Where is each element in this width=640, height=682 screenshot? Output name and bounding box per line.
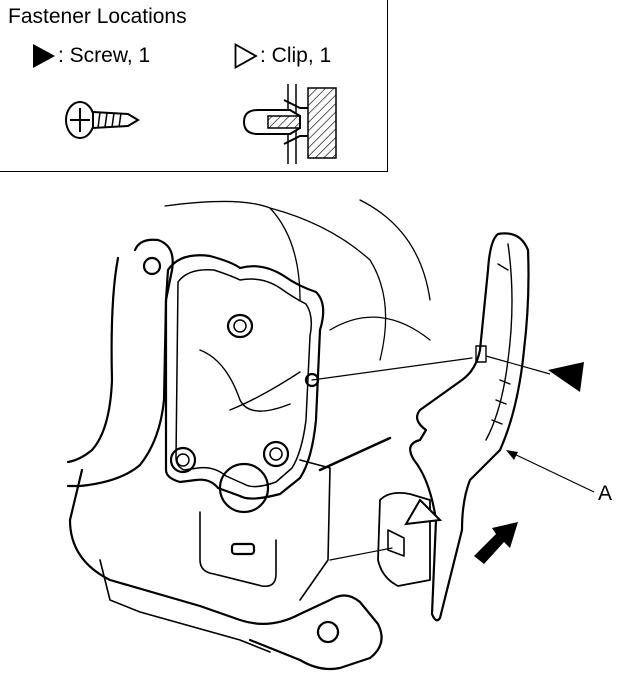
clip-icon (242, 84, 337, 164)
recliner-plate-inner (175, 269, 313, 488)
clip-symbol-icon (234, 43, 258, 70)
legend-screw-label: : Screw, 1 (58, 44, 151, 67)
bolt-left-inner (176, 453, 190, 467)
arrow-icon (474, 522, 518, 564)
slot (230, 542, 256, 556)
frame-hole (142, 256, 162, 276)
legend-screw: : Screw, 1 (32, 42, 150, 70)
screw-marker-icon (548, 362, 584, 392)
legend-clip: : Clip, 1 (234, 42, 331, 70)
cover-slot (475, 345, 487, 363)
bolt-right (262, 440, 290, 468)
legend-clip-label: : Clip, 1 (260, 44, 332, 67)
lower-bracket (68, 468, 383, 671)
seat-frame (66, 238, 174, 488)
seat-contour-4 (329, 316, 431, 341)
rail-hole (316, 620, 340, 644)
screw-alignment-line (311, 357, 473, 381)
cover-a (409, 232, 530, 622)
screw-icon (65, 101, 140, 139)
cover-lower-mount (377, 491, 431, 587)
bolt-right-inner (269, 447, 283, 461)
screw-symbol-icon (33, 44, 55, 69)
recliner-plate (164, 254, 325, 500)
seat-contour-3 (359, 199, 431, 301)
legend-title: Fastener Locations (8, 5, 187, 28)
seat-contour-2 (269, 207, 301, 301)
center-hub (218, 462, 270, 514)
seat-contour (164, 200, 387, 361)
fastener-legend: Fastener Locations : Screw, 1 : Clip, 1 (0, 0, 388, 172)
bolt-upper (226, 313, 254, 339)
callout-a: A (598, 482, 613, 505)
bolt-left (169, 446, 197, 474)
clip-marker-icon (404, 498, 443, 526)
bolt-upper-inner (233, 319, 247, 333)
fastener-hole (304, 372, 320, 388)
seat-contour-5 (318, 436, 392, 472)
leader-a (509, 451, 595, 493)
